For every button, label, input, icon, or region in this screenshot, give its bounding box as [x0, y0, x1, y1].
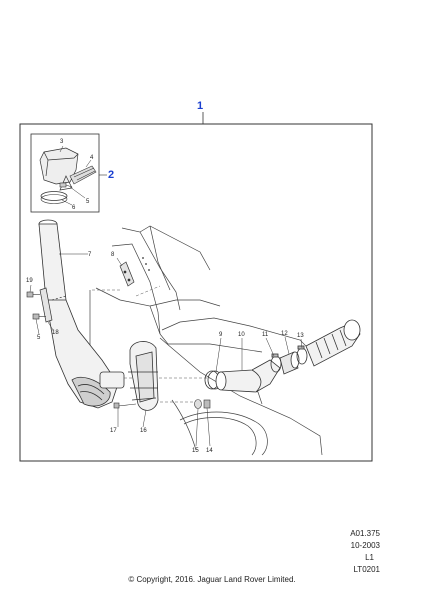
part-number-4: 4	[90, 155, 94, 161]
reference-level: L1	[365, 553, 374, 562]
part-number-5: 5	[37, 335, 41, 341]
air-cleaner-inlet	[305, 319, 361, 367]
copyright-notice: © Copyright, 2016. Jaguar Land Rover Lim…	[128, 575, 296, 584]
bracket-bolt-upper	[26, 291, 40, 298]
inset-leaders	[59, 145, 92, 206]
reference-date: 10-2003	[350, 541, 380, 550]
part-number-17: 17	[110, 428, 117, 434]
duct-clamp	[270, 353, 282, 373]
diagram-frame	[19, 123, 373, 462]
part-number-13: 13	[297, 333, 304, 339]
alignment-lines	[92, 285, 210, 403]
upper-mounting-bracket	[39, 287, 67, 323]
part-number-18: 18	[52, 330, 59, 336]
part-number-14: 14	[206, 448, 213, 454]
elbow-duct	[215, 359, 281, 393]
bracket-bolt-lower	[32, 313, 46, 320]
part-number-5-inset: 5	[86, 199, 90, 205]
inset-clamp-ring	[40, 191, 68, 201]
part-number-6: 6	[72, 205, 76, 211]
part-leaders	[29, 253, 303, 447]
part-number-3: 3	[60, 139, 64, 145]
washer	[194, 399, 202, 409]
part-number-10: 10	[238, 332, 245, 338]
snorkel-body	[38, 219, 125, 409]
raised-air-intake-head	[39, 147, 79, 191]
mesh-grille	[69, 165, 97, 185]
hinge-dots	[142, 257, 150, 271]
part-number-15: 15	[192, 448, 199, 454]
part-number-12: 12	[281, 331, 288, 337]
part-number-16: 16	[140, 428, 147, 434]
part-number-9: 9	[219, 332, 223, 338]
part-number-8: 8	[111, 252, 115, 258]
inset-clamp-ring-lower	[40, 194, 68, 204]
reference-drawing: LT0201	[353, 565, 380, 574]
vehicle-body-outline	[89, 225, 323, 456]
hose-coupling	[279, 351, 300, 375]
inset-screw	[59, 182, 73, 188]
inset-frame	[30, 133, 100, 213]
part-number-11: 11	[262, 332, 269, 338]
kit-callout[interactable]: 2	[108, 169, 115, 181]
plate-studs	[113, 402, 137, 409]
nut	[203, 399, 211, 409]
wing-mounting-plate	[128, 341, 159, 411]
part-number-7: 7	[88, 252, 92, 258]
assembly-callout[interactable]: 1	[197, 100, 204, 112]
part-number-19: 19	[26, 278, 33, 284]
pillar-bracket	[119, 261, 135, 287]
reference-code: A01.375	[350, 529, 380, 538]
